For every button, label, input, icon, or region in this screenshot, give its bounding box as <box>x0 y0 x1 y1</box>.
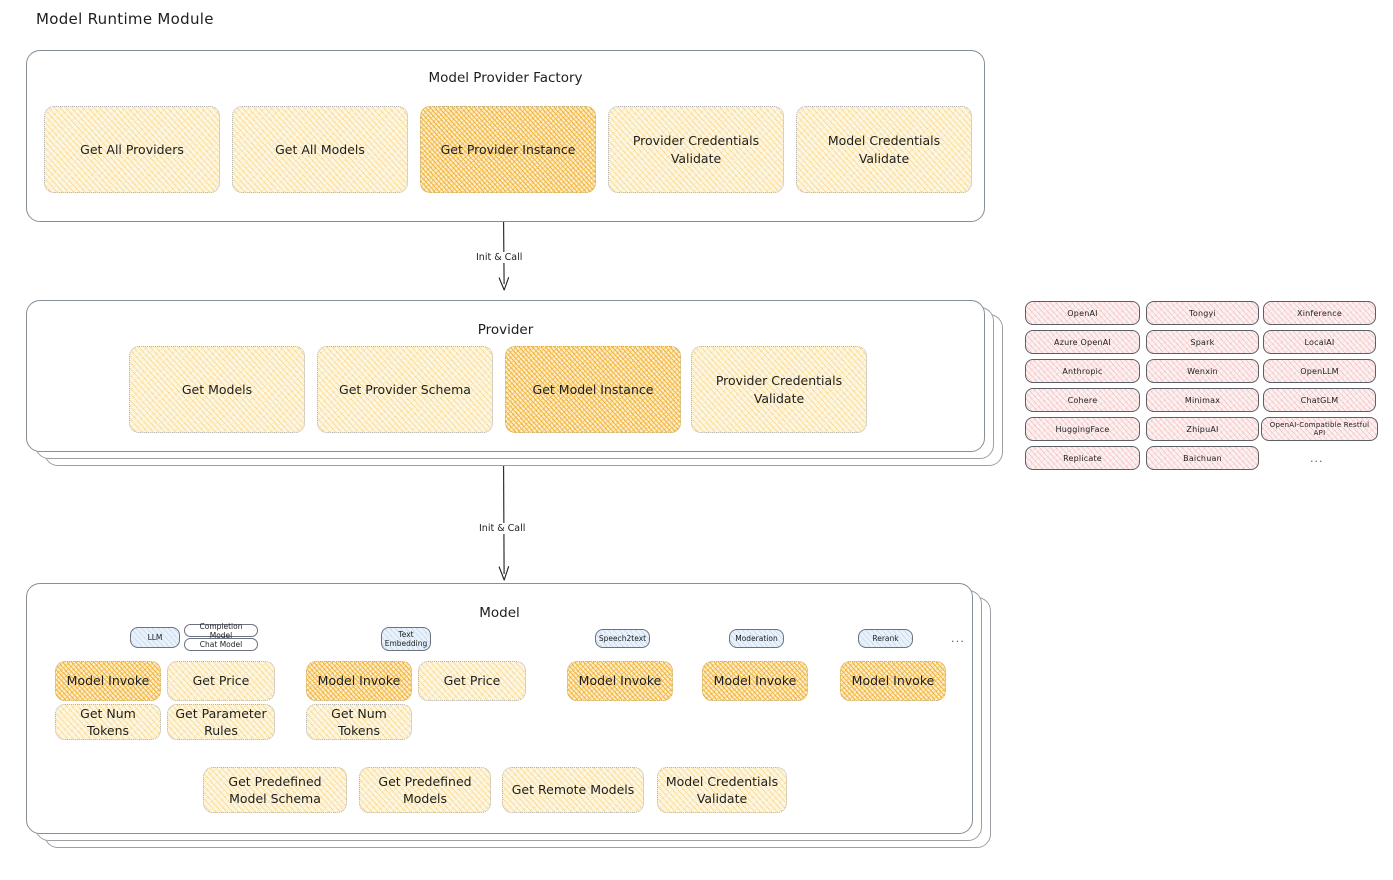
provider-chip-anthropic[interactable]: Anthropic <box>1025 359 1140 383</box>
model-rerank-node-model-invoke[interactable]: Model Invoke <box>840 661 946 701</box>
model-speech2text-node-model-invoke[interactable]: Model Invoke <box>567 661 673 701</box>
factory-node-provider-credentials-validate[interactable]: Provider Credentials Validate <box>608 106 784 193</box>
provider-node-get-provider-schema[interactable]: Get Provider Schema <box>317 346 493 433</box>
provider-chip-localai[interactable]: LocalAI <box>1263 330 1376 354</box>
provider-node-provider-credentials-validate[interactable]: Provider Credentials Validate <box>691 346 867 433</box>
provider-chip-replicate[interactable]: Replicate <box>1025 446 1140 470</box>
model-types-ellipsis: ... <box>951 632 966 645</box>
provider-chip-tongyi[interactable]: Tongyi <box>1146 301 1259 325</box>
model-type-badge-speech2text[interactable]: Speech2text <box>595 629 650 648</box>
arrow-label-init-and-call-2: Init & Call <box>476 523 529 534</box>
factory-node-get-all-models[interactable]: Get All Models <box>232 106 408 193</box>
model-common-node-model-credentials-validate[interactable]: Model Credentials Validate <box>657 767 787 813</box>
provider-list-ellipsis: ... <box>1310 452 1324 465</box>
provider-chip-wenxin[interactable]: Wenxin <box>1146 359 1259 383</box>
provider-chip-huggingface[interactable]: HuggingFace <box>1025 417 1140 441</box>
model-type-badge-llm[interactable]: LLM <box>130 627 180 648</box>
provider-chip-baichuan[interactable]: Baichuan <box>1146 446 1259 470</box>
model-moderation-node-model-invoke[interactable]: Model Invoke <box>702 661 808 701</box>
model-llm-node-get-price[interactable]: Get Price <box>167 661 275 701</box>
arrow-label-init-and-call-1: Init & Call <box>473 252 526 263</box>
model-provider-factory-title: Model Provider Factory <box>428 70 583 86</box>
model-type-badge-moderation[interactable]: Moderation <box>729 629 784 648</box>
model-llm-node-get-parameter-rules[interactable]: Get Parameter Rules <box>167 704 275 740</box>
arrow-provider-to-model <box>498 465 510 581</box>
model-type-badge-rerank[interactable]: Rerank <box>858 629 913 648</box>
model-title: Model <box>479 605 520 621</box>
provider-chip-openai-compatible-restful-api[interactable]: OpenAI-Compatible Restful API <box>1261 417 1378 441</box>
model-text-embedding-node-model-invoke[interactable]: Model Invoke <box>306 661 412 701</box>
provider-chip-azure-openai[interactable]: Azure OpenAI <box>1025 330 1140 354</box>
model-subtag-chat-model[interactable]: Chat Model <box>184 638 258 651</box>
provider-chip-cohere[interactable]: Cohere <box>1025 388 1140 412</box>
model-subtag-completion-model[interactable]: Completion Model <box>184 622 258 640</box>
provider-chip-xinference[interactable]: Xinference <box>1263 301 1376 325</box>
provider-chip-minimax[interactable]: Minimax <box>1146 388 1259 412</box>
model-text-embedding-node-get-price[interactable]: Get Price <box>418 661 526 701</box>
model-common-node-get-predefined-models[interactable]: Get Predefined Models <box>359 767 491 813</box>
model-common-node-get-remote-models[interactable]: Get Remote Models <box>502 767 644 813</box>
model-llm-node-get-num-tokens[interactable]: Get Num Tokens <box>55 704 161 740</box>
provider-chip-openllm[interactable]: OpenLLM <box>1263 359 1376 383</box>
factory-node-get-provider-instance[interactable]: Get Provider Instance <box>420 106 596 193</box>
provider-title: Provider <box>477 322 534 338</box>
factory-node-get-all-providers[interactable]: Get All Providers <box>44 106 220 193</box>
provider-node-get-models[interactable]: Get Models <box>129 346 305 433</box>
model-llm-node-model-invoke[interactable]: Model Invoke <box>55 661 161 701</box>
provider-chip-openai[interactable]: OpenAI <box>1025 301 1140 325</box>
provider-node-get-model-instance[interactable]: Get Model Instance <box>505 346 681 433</box>
model-text-embedding-node-get-num-tokens[interactable]: Get Num Tokens <box>306 704 412 740</box>
provider-chip-zhipuai[interactable]: ZhipuAI <box>1146 417 1259 441</box>
model-common-node-get-predefined-model-schema[interactable]: Get Predefined Model Schema <box>203 767 347 813</box>
provider-chip-chatglm[interactable]: ChatGLM <box>1263 388 1376 412</box>
provider-chip-spark[interactable]: Spark <box>1146 330 1259 354</box>
page-title: Model Runtime Module <box>36 10 214 28</box>
factory-node-model-credentials-validate[interactable]: Model Credentials Validate <box>796 106 972 193</box>
model-type-badge-text-embedding[interactable]: Text Embedding <box>381 627 431 651</box>
